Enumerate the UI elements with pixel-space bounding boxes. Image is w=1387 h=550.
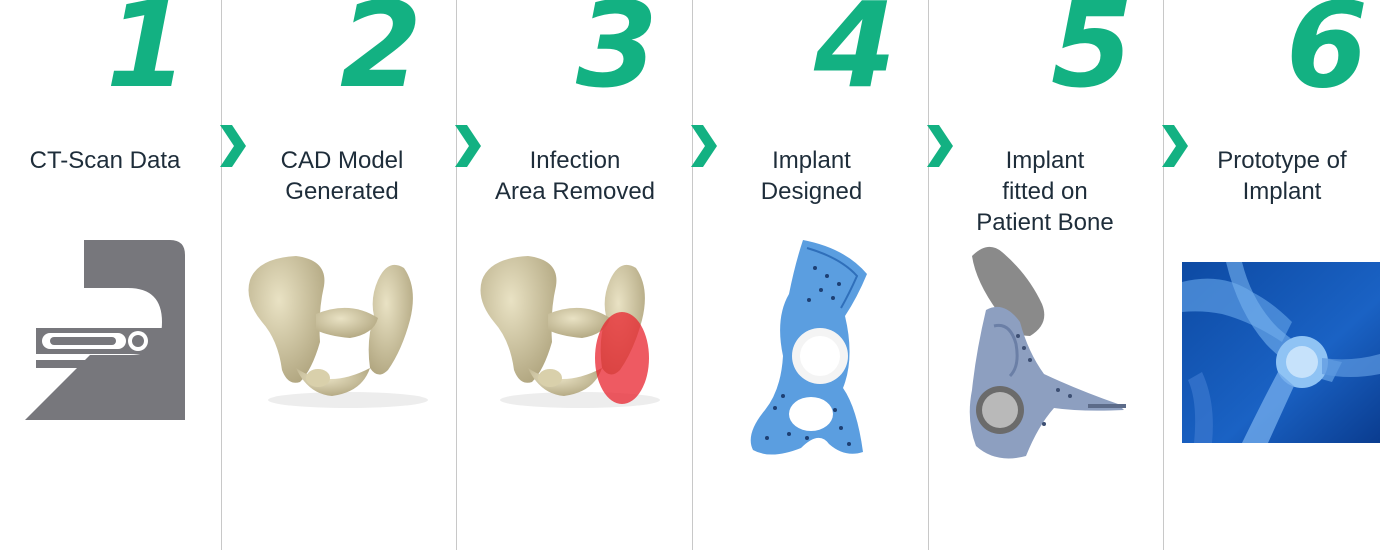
step-number-2: 2 (222, 0, 422, 104)
chevron-right-icon (1162, 125, 1188, 167)
step-label-6: Prototype of Implant (1187, 145, 1377, 207)
chevron-right-icon (927, 125, 953, 167)
step-number-4: 4 (696, 0, 896, 104)
column-divider (1163, 0, 1164, 550)
chevron-right-icon (691, 125, 717, 167)
step-label-2: CAD Model Generated (252, 145, 432, 207)
step-number-6: 6 (1168, 0, 1368, 104)
xray-prototype-photo (1182, 262, 1380, 443)
pelvis-infection-highlight (470, 250, 670, 420)
column-divider (692, 0, 693, 550)
step-label-5: Implant fitted on Patient Bone (955, 145, 1135, 238)
step-number-1: 1 (0, 0, 188, 104)
column-divider (456, 0, 457, 550)
step-label-1: CT-Scan Data (0, 145, 210, 176)
step-label-3: Infection Area Removed (478, 145, 672, 207)
pelvis-cad-model (238, 250, 438, 420)
step-number-3: 3 (458, 0, 658, 104)
blue-porous-implant (745, 238, 885, 463)
step-number-5: 5 (933, 0, 1133, 104)
chevron-right-icon (220, 125, 246, 167)
ct-scanner-icon (20, 240, 190, 425)
step-label-4: Implant Designed (724, 145, 899, 207)
column-divider (928, 0, 929, 550)
implant-on-bone (958, 240, 1133, 465)
